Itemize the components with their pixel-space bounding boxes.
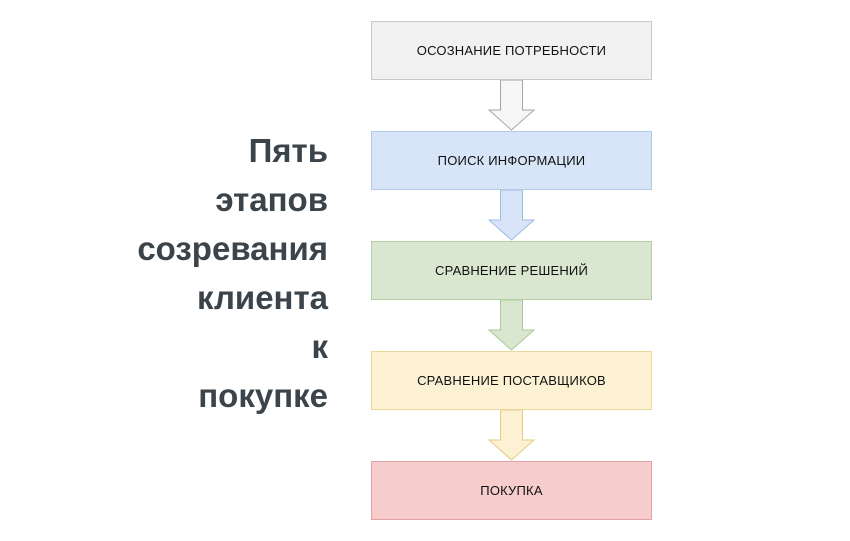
down-arrow-icon xyxy=(487,410,536,461)
stage-label-2: ПОИСК ИНФОРМАЦИИ xyxy=(437,153,586,168)
stage-label-1: ОСОЗНАНИЕ ПОТРЕБНОСТИ xyxy=(416,43,607,58)
stage-box-vendor-comparison[interactable]: СРАВНЕНИЕ ПОСТАВЩИКОВ xyxy=(371,351,652,410)
flow-stage-2: ПОИСК ИНФОРМАЦИИ xyxy=(371,131,652,190)
connector-arrow-2 xyxy=(371,190,652,241)
flow-stage-1: ОСОЗНАНИЕ ПОТРЕБНОСТИ xyxy=(371,21,652,80)
diagram-title: Пять этапов созревания клиента к покупке xyxy=(130,126,328,420)
flow-stage-3: СРАВНЕНИЕ РЕШЕНИЙ xyxy=(371,241,652,300)
stage-box-information-search[interactable]: ПОИСК ИНФОРМАЦИИ xyxy=(371,131,652,190)
connector-arrow-3 xyxy=(371,300,652,351)
connector-arrow-1 xyxy=(371,80,652,131)
title-line-1: Пять xyxy=(248,132,328,169)
stage-label-3: СРАВНЕНИЕ РЕШЕНИЙ xyxy=(434,263,588,278)
stage-label-4: СРАВНЕНИЕ ПОСТАВЩИКОВ xyxy=(417,373,606,388)
flow-stage-5: ПОКУПКА xyxy=(371,461,652,520)
connector-arrow-4 xyxy=(371,410,652,461)
title-line-4: клиента xyxy=(197,279,328,316)
title-line-5: к xyxy=(311,328,328,365)
down-arrow-icon xyxy=(487,300,536,351)
flowchart: ОСОЗНАНИЕ ПОТРЕБНОСТИ ПОИСК ИНФОРМАЦИИ С… xyxy=(371,21,652,520)
stage-box-solution-comparison[interactable]: СРАВНЕНИЕ РЕШЕНИЙ xyxy=(371,241,652,300)
title-line-2: этапов xyxy=(215,181,328,218)
stage-box-awareness[interactable]: ОСОЗНАНИЕ ПОТРЕБНОСТИ xyxy=(371,21,652,80)
title-line-3: созревания xyxy=(137,230,328,267)
flow-stage-4: СРАВНЕНИЕ ПОСТАВЩИКОВ xyxy=(371,351,652,410)
down-arrow-icon xyxy=(487,190,536,241)
title-line-6: покупке xyxy=(198,377,328,414)
down-arrow-icon xyxy=(487,80,536,131)
stage-label-5: ПОКУПКА xyxy=(480,483,543,498)
stage-box-purchase[interactable]: ПОКУПКА xyxy=(371,461,652,520)
